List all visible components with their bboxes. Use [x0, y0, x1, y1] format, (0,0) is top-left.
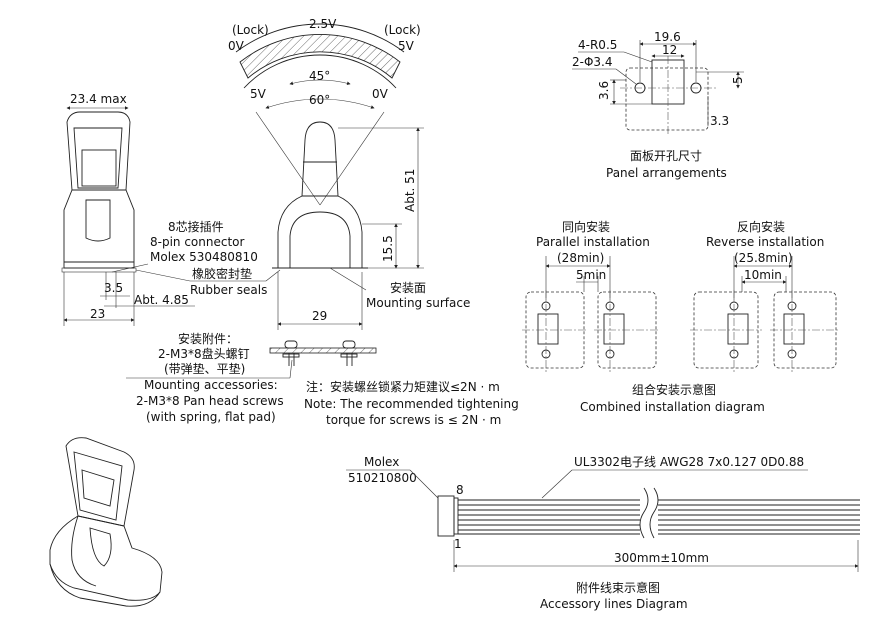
- connector-label-en: 8-pin connector: [150, 235, 245, 249]
- accessories-line1-cn: 2-M3*8盘头螺钉: [158, 346, 250, 361]
- mounting-surface-en: Mounting surface: [366, 296, 470, 310]
- dim-3-3-label: 3.3: [710, 114, 729, 128]
- dim-4-85-label: Abt. 4.85: [134, 293, 189, 307]
- panel-caption-en: Panel arrangements: [606, 166, 727, 180]
- accessories-title-en: Mounting accessories:: [144, 378, 278, 392]
- molex-part-number: 510210800: [348, 471, 417, 485]
- dim-12-label: 12: [662, 43, 677, 57]
- parallel-cn: 同向安装: [562, 219, 610, 234]
- height-51-label: Abt. 51: [403, 169, 417, 212]
- voltage-bottom-left-label: 5V: [250, 87, 267, 101]
- accessories-line2-en: (with spring, flat pad): [146, 410, 276, 424]
- parallel-panel-1: [522, 290, 588, 372]
- screw-right-icon: [340, 340, 358, 366]
- corner-radius-label: 4-R0.5: [578, 38, 617, 52]
- parallel-gap-label: 5min: [576, 268, 606, 282]
- note-cn: 注：安装螺丝锁紧力矩建议≤2N · m: [306, 379, 500, 394]
- lock-left-label: (Lock): [232, 23, 269, 37]
- combined-caption-cn: 组合安装示意图: [632, 382, 716, 397]
- tilt-arc-hatched: [239, 34, 401, 79]
- reverse-panel-1: [690, 290, 762, 372]
- angle-60-label: 60°: [309, 93, 330, 107]
- connector-callout: 8芯接插件 8-pin connector Molex 530480810 橡胶…: [111, 219, 281, 297]
- connector-label-cn: 8芯接插件: [168, 219, 224, 234]
- screw-left-icon: [282, 340, 300, 366]
- height-15-5-label: 15.5: [381, 235, 395, 262]
- molex-label: Molex: [364, 455, 399, 469]
- accessories-line2-cn: (带弹垫、平垫): [164, 361, 245, 376]
- rubber-seal-label-cn: 橡胶密封垫: [192, 266, 252, 281]
- combined-caption-en: Combined installation diagram: [580, 400, 765, 414]
- connector-housing: [437, 495, 459, 537]
- cable-caption-cn: 附件线束示意图: [576, 580, 660, 595]
- rubber-seal-label-en: Rubber seals: [190, 283, 267, 297]
- voltage-top-label: 2.5V: [309, 17, 337, 31]
- combined-installation-drawing: 同向安装 Parallel installation (28min) 5min …: [522, 219, 840, 414]
- panel-caption-cn: 面板开孔尺寸: [630, 149, 702, 163]
- cable-length-label: 300mm±10mm: [614, 551, 709, 565]
- wire-bundle: [458, 487, 860, 540]
- hole-diameter-label: 2-Φ3.4: [572, 55, 613, 69]
- note-en-line1: Note: The recommended tightening: [304, 397, 519, 411]
- parallel-panel-2: [594, 290, 660, 372]
- dim-3-6-label: 3.6: [597, 81, 611, 100]
- mounting-surface-cn: 安装面: [390, 280, 426, 295]
- front-view-drawing: 23.4 max 23 3.5 Abt. 4.85: [61, 92, 195, 326]
- connector-part-number: Molex 530480810: [150, 250, 258, 264]
- front-width-bottom-label: 23: [90, 307, 105, 321]
- voltage-top-left-label: 0V: [228, 39, 245, 53]
- reverse-gap-label: 10min: [744, 268, 782, 282]
- accessories-title-cn: 安装附件：: [178, 331, 238, 346]
- dim-3-5-label: 3.5: [104, 281, 123, 295]
- note-en-line2: torque for screws is ≤ 2N · m: [326, 413, 501, 427]
- tilt-angle-diagram: (Lock) (Lock) 2.5V 0V 5V 5V 0V 45° 60°: [228, 17, 421, 206]
- cable-harness-drawing: Molex 510210800 UL3302电子线 AWG28 7x0.127 …: [346, 455, 860, 611]
- pin-8-label: 8: [456, 483, 464, 497]
- product-isometric-sketch: [49, 437, 163, 607]
- dim-5-label: 5: [731, 76, 745, 84]
- parallel-en: Parallel installation: [536, 235, 650, 249]
- parallel-min-label: (28min): [557, 251, 604, 265]
- voltage-top-right-label: 5V: [398, 39, 415, 53]
- dim-19-6-label: 19.6: [654, 30, 681, 44]
- pin-1-label: 1: [454, 537, 462, 551]
- side-width-29-label: 29: [312, 309, 327, 323]
- side-view-drawing: Abt. 51 15.5 29 安装面 Mounting surface: [272, 121, 470, 330]
- voltage-bottom-right-label: 0V: [372, 87, 389, 101]
- lock-right-label: (Lock): [384, 23, 421, 37]
- cable-caption-en: Accessory lines Diagram: [540, 597, 688, 611]
- reverse-cn: 反向安装: [737, 219, 785, 234]
- panel-cutout-drawing: 19.6 12 4-R0.5 2-Φ3.4 5 3.6 3.3 面板开孔尺寸 P…: [572, 30, 745, 180]
- reverse-panel-2: [770, 290, 840, 372]
- accessories-line1-en: 2-M3*8 Pan head screws: [136, 394, 284, 408]
- angle-45-label: 45°: [309, 69, 330, 83]
- mounting-accessories: 安装附件： 2-M3*8盘头螺钉 (带弹垫、平垫) Mounting acces…: [126, 331, 519, 427]
- reverse-en: Reverse installation: [706, 235, 824, 249]
- wire-spec-label: UL3302电子线 AWG28 7x0.127 0D0.88: [574, 455, 804, 469]
- reverse-min-label: (25.8min): [734, 251, 793, 265]
- front-width-top-label: 23.4 max: [70, 92, 127, 106]
